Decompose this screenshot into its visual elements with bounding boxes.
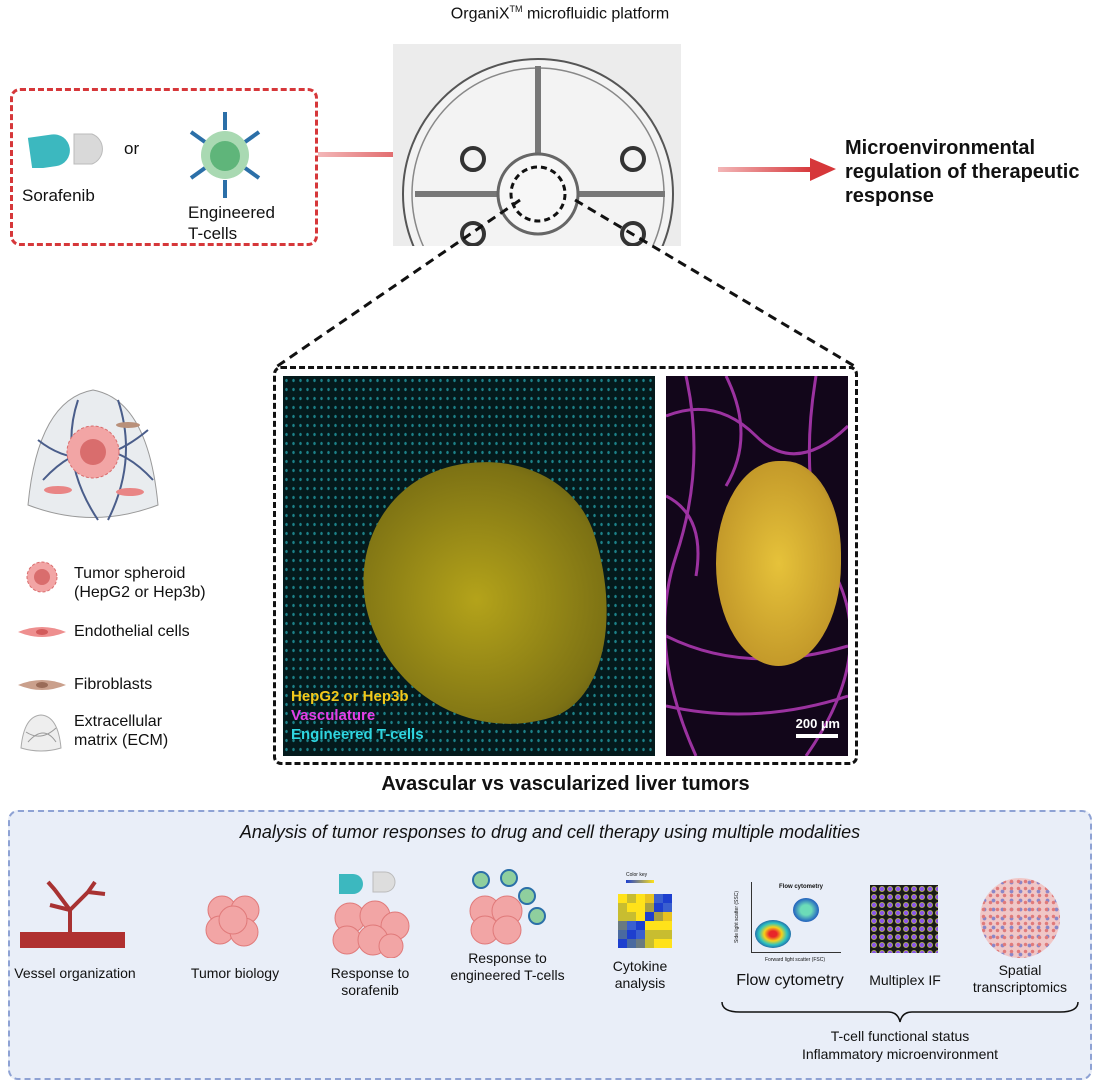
- avascular-tumor-image: HepG2 or Hep3b Vasculature Engineered T-…: [283, 376, 655, 756]
- tumor-image-frame: [273, 366, 858, 765]
- vascularized-tumor-image: 200 µm: [666, 376, 848, 756]
- sorafenib-response-icon: [332, 871, 410, 958]
- flow-plot-title: Flow cytometry: [779, 884, 824, 890]
- or-label: or: [124, 139, 140, 158]
- sorafenib-label: Sorafenib: [22, 186, 95, 205]
- spatial-transcriptomics-image: [980, 878, 1060, 958]
- label-flow-cytometry: Flow cytometry: [736, 972, 844, 989]
- vessel-icon: [20, 880, 125, 948]
- t-cell-icon: [189, 112, 261, 198]
- outcome-text: Microenvironmental regulation of therape…: [845, 137, 1080, 207]
- flow-ylabel: Side light scatter (SSC): [733, 891, 740, 943]
- label-cytokine: Cytokine analysis: [612, 958, 668, 991]
- tumor-comparison-heading: Avascular vs vascularized liver tumors: [381, 773, 750, 795]
- label-spatial-transcriptomics: Spatial transcriptomics: [972, 962, 1068, 995]
- platform-title: OrganiXTM microfluidic platform: [450, 4, 670, 23]
- legend-ecm: Extracellular matrix (ECM): [74, 713, 169, 749]
- analysis-title: Analysis of tumor responses to drug and …: [239, 822, 861, 842]
- multiplex-if-image: [870, 885, 938, 953]
- flow-population-2: [793, 898, 819, 922]
- flow-cytometry-plot: Flow cytometry Forward light scatter (FS…: [733, 880, 845, 966]
- heatmap-grid: [618, 894, 672, 948]
- tumor-biology-icon: [205, 895, 260, 947]
- t-cell-response-icon: [469, 869, 546, 945]
- label-response-t-cells: Response to engineered T-cells: [450, 950, 565, 983]
- legend-t-cells: Engineered T-cells: [291, 726, 424, 743]
- legend-fibroblasts: Fibroblasts: [74, 676, 153, 693]
- flow-xlabel: Forward light scatter (FSC): [765, 957, 826, 963]
- brace-icon: [721, 1001, 1079, 1023]
- tumor-spheroid-icon: [26, 561, 58, 593]
- label-response-sorafenib: Response to sorafenib: [330, 965, 410, 998]
- brace-text-tcell: T-cell functional status: [830, 1028, 970, 1044]
- label-tumor-biology: Tumor biology: [190, 965, 280, 981]
- legend-vasculature: Vasculature: [291, 707, 376, 724]
- cytokine-heatmap: Color key: [596, 872, 696, 960]
- label-vessel-organization: Vessel organization: [14, 965, 136, 981]
- legend-hepg2: HepG2 or Hep3b: [291, 688, 409, 705]
- scale-bar-label: 200 µm: [795, 716, 840, 731]
- flow-population-1: [755, 920, 791, 948]
- t-cells-label: Engineered T-cells: [188, 203, 275, 243]
- treatment-box: [10, 88, 318, 246]
- sorafenib-pill-icon: [27, 133, 103, 168]
- legend-tumor-spheroid: Tumor spheroid (HepG2 or Hep3b): [74, 565, 206, 601]
- heatmap-color-key: [626, 880, 654, 883]
- ecm-icon: [20, 714, 62, 752]
- endothelial-cell-icon: [18, 627, 66, 637]
- scale-bar: [796, 734, 838, 738]
- fibroblast-icon: [18, 680, 66, 690]
- legend-endothelial: Endothelial cells: [74, 623, 190, 640]
- zoom-lines: [275, 198, 857, 369]
- ecm-dome-illustration: [27, 389, 159, 521]
- label-multiplex-if: Multiplex IF: [869, 972, 941, 988]
- brace-text-inflammatory: Inflammatory microenvironment: [801, 1046, 999, 1062]
- heatmap-key-label: Color key: [626, 872, 648, 878]
- output-arrow-icon: [718, 158, 836, 181]
